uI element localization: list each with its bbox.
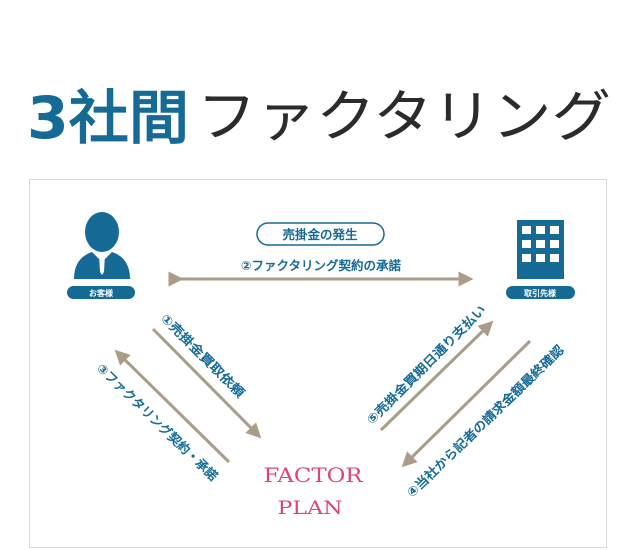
svg-text:PLAN: PLAN xyxy=(278,497,343,519)
step5-arrow xyxy=(379,320,494,432)
step4-arrow xyxy=(401,339,532,468)
step3-arrow xyxy=(114,349,231,464)
customer-label: お客様 xyxy=(67,286,135,299)
svg-text:取引先様: 取引先様 xyxy=(524,288,557,298)
step1-arrow xyxy=(151,327,262,439)
title-bold: 3社間 xyxy=(27,84,189,152)
svg-text:お客様: お客様 xyxy=(89,288,114,298)
step2-label: ②ファクタリング契約の承諾 xyxy=(241,258,402,273)
event-badge: 売掛金の発生 xyxy=(256,222,385,246)
building-icon xyxy=(517,220,564,279)
title-light: ファクタリング xyxy=(197,85,611,150)
factor-plan-logo: FACTOR PLAN xyxy=(264,463,364,519)
svg-text:売掛金の発生: 売掛金の発生 xyxy=(282,227,358,242)
svg-text:FACTOR: FACTOR xyxy=(264,463,364,487)
partner-label: 取引先様 xyxy=(506,286,575,299)
person-icon xyxy=(74,212,130,279)
